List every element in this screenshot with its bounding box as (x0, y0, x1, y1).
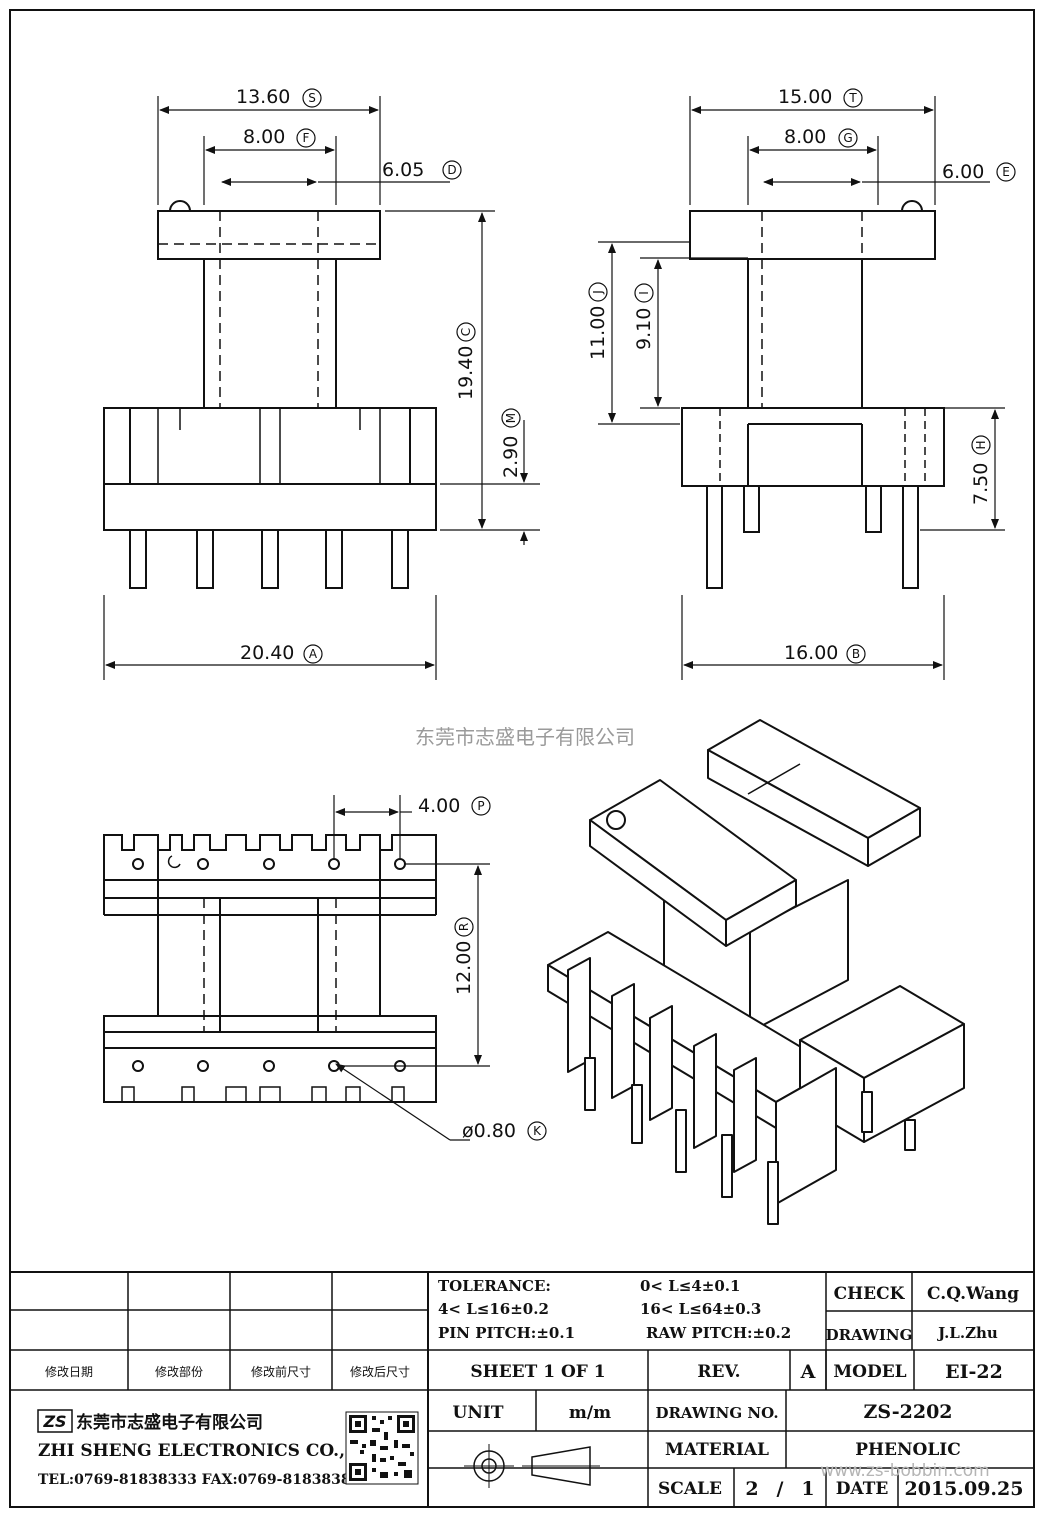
dim-code-k: K (533, 1124, 542, 1138)
tolerance-2: 4< L≤16±0.2 (438, 1300, 549, 1318)
dim-19-40: 19.40 (455, 346, 477, 400)
title-block-grid (10, 1271, 1034, 1507)
watermark-url: www.zs-bobbin.com (820, 1461, 989, 1481)
rev-value: A (800, 1361, 816, 1383)
dim-9-10: 9.10 (633, 308, 655, 350)
dim-8-00-g: 8.00 (784, 126, 826, 148)
drawing-no-label: DRAWING NO. (655, 1404, 778, 1422)
model-value: EI-22 (945, 1361, 1003, 1383)
material-value: PHENOLIC (855, 1440, 961, 1460)
scale-label: SCALE (658, 1479, 722, 1499)
check-value: C.Q.Wang (927, 1284, 1019, 1304)
rev-header-after: 修改后尺寸 (350, 1364, 410, 1379)
tolerance-1: 0< L≤4±0.1 (640, 1277, 740, 1295)
isometric-view (547, 719, 965, 1225)
dim-16-00: 16.00 (784, 642, 838, 664)
dim-code-r: R (457, 923, 471, 931)
dim-code-e: E (1002, 165, 1010, 179)
front-view-dimension-labels: 13.60 S 8.00 F 6.05 D 19.40 C 2.90 M 20.… (236, 86, 522, 664)
dim-12-00: 12.00 (453, 941, 475, 995)
dim-0-80: ø0.80 (462, 1120, 516, 1142)
dim-code-g: G (843, 131, 852, 145)
company-name-en: ZHI SHENG ELECTRONICS CO.,LTD (38, 1441, 383, 1461)
scale-sep: / (777, 1478, 784, 1500)
dim-code-b: B (852, 647, 860, 661)
check-label: CHECK (834, 1284, 906, 1304)
bottom-view (103, 834, 437, 1103)
dim-code-t: T (848, 91, 857, 105)
dim-code-j: J (591, 290, 605, 295)
projection-symbol (464, 1444, 600, 1488)
company-logo: ZS (37, 1409, 73, 1433)
rev-header-before: 修改前尺寸 (251, 1364, 311, 1379)
front-view (103, 200, 437, 589)
tolerance-label: TOLERANCE: (438, 1277, 551, 1295)
tolerance-3: 16< L≤64±0.3 (640, 1300, 761, 1318)
dim-13-60: 13.60 (236, 86, 290, 108)
sheet-info: SHEET 1 OF 1 (470, 1362, 605, 1382)
dim-code-d: D (447, 163, 456, 177)
dim-code-i: I (637, 291, 651, 295)
drawing-value: J.L.Zhu (936, 1324, 998, 1342)
date-value: 2015.09.25 (905, 1478, 1024, 1500)
dim-2-90: 2.90 (500, 436, 522, 478)
dim-code-c: C (459, 328, 473, 336)
dim-code-h: H (974, 440, 988, 449)
material-label: MATERIAL (665, 1440, 769, 1460)
dim-11-00: 11.00 (587, 306, 609, 360)
scale-den: 1 (801, 1478, 814, 1500)
rev-header-part: 修改部份 (155, 1364, 203, 1379)
qr-code (345, 1411, 419, 1485)
company-name-cn: 东莞市志盛电子有限公司 (76, 1412, 263, 1433)
dim-code-s: S (308, 91, 316, 105)
drawing-label: DRAWING (826, 1326, 913, 1344)
dim-15-00: 15.00 (778, 86, 832, 108)
dim-20-40: 20.40 (240, 642, 294, 664)
sheet-border (9, 9, 1035, 1508)
dim-code-a: A (309, 647, 318, 661)
unit-label: UNIT (453, 1403, 504, 1423)
model-label: MODEL (833, 1362, 906, 1382)
dim-6-00: 6.00 (942, 161, 984, 183)
rev-label: REV. (697, 1362, 740, 1382)
rev-header-date: 修改日期 (45, 1364, 93, 1379)
bottom-view-dimension-labels: 4.00 P 12.00 R ø0.80 K (418, 795, 547, 1142)
title-block-text: 修改日期 修改部份 修改前尺寸 修改后尺寸 TOLERANCE: 0< L≤4±… (37, 1277, 1024, 1500)
drawing-no-value: ZS-2202 (863, 1401, 952, 1423)
dim-code-p: P (477, 799, 484, 813)
dim-7-50: 7.50 (970, 463, 992, 505)
side-view-dimension-lines (598, 96, 1005, 680)
svg-text:ZS: ZS (42, 1412, 66, 1431)
dim-code-f: F (303, 131, 310, 145)
company-tel: TEL:0769-81838333 FAX:0769-81838383 (38, 1472, 360, 1488)
pin-pitch: PIN PITCH:±0.1 (438, 1324, 575, 1342)
front-view-dimension-lines (103, 96, 540, 680)
side-view-dimension-labels: 15.00 T 8.00 G 6.00 E 11.00 J 9.10 I 7.5… (587, 86, 1016, 664)
date-label: DATE (836, 1479, 889, 1499)
watermark-company: 东莞市志盛电子有限公司 (415, 725, 635, 749)
bottom-view-dimension-lines (333, 795, 490, 1141)
dim-4-00: 4.00 (418, 795, 460, 817)
dim-code-m: M (504, 413, 518, 423)
dim-8-00-f: 8.00 (243, 126, 285, 148)
unit-value: m/m (569, 1403, 611, 1423)
side-view (681, 200, 945, 589)
scale-num: 2 (745, 1478, 758, 1500)
dim-6-05: 6.05 (382, 159, 424, 181)
raw-pitch: RAW PITCH:±0.2 (646, 1324, 791, 1342)
